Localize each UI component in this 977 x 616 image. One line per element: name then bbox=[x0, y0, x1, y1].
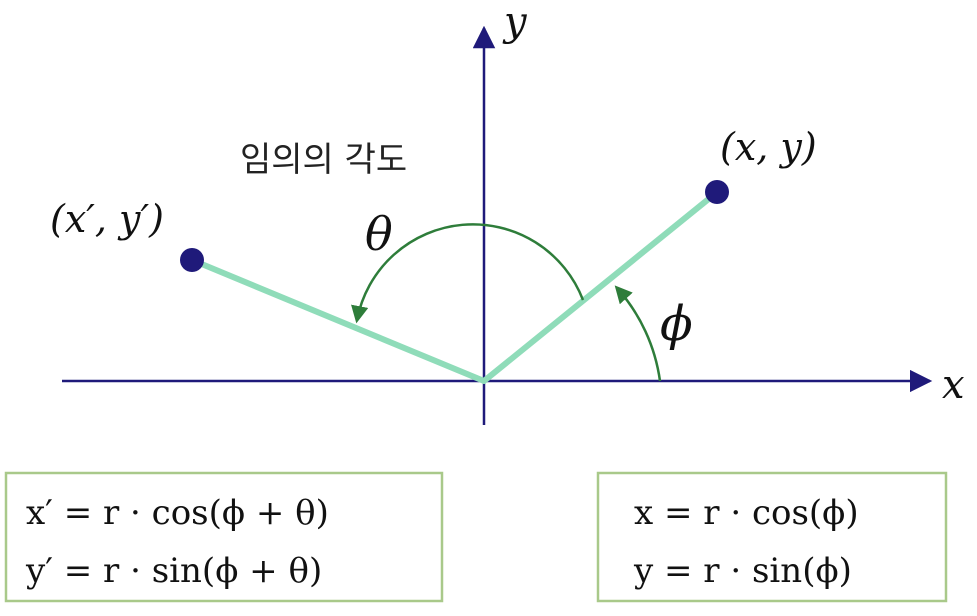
formula-box-rotated-border bbox=[4, 471, 444, 603]
formula-box-original: x = r · cos(ϕ) y = r · sin(ϕ) bbox=[596, 471, 948, 603]
point-original bbox=[705, 180, 729, 204]
formula-box-rotated: x′ = r · cos(ϕ + θ) y′ = r · sin(ϕ + θ) bbox=[4, 471, 444, 603]
formula-original-y: y = r · sin(ϕ) bbox=[633, 551, 852, 591]
phi-arc bbox=[614, 285, 662, 382]
point-rotated bbox=[180, 248, 204, 272]
formula-rotated-y: y′ = r · sin(ϕ + θ) bbox=[25, 551, 322, 591]
ray-rotated bbox=[189, 257, 487, 384]
point-rotated-label: (x′, y′) bbox=[50, 197, 164, 241]
point-original-label: (x, y) bbox=[720, 125, 817, 169]
phi-label: ϕ bbox=[660, 296, 693, 352]
formula-box-original-border bbox=[596, 471, 948, 603]
angle-caption: 임의의 각도 bbox=[240, 140, 407, 180]
theta-label: θ bbox=[365, 207, 393, 261]
ray-original bbox=[481, 190, 719, 384]
theta-arc bbox=[351, 223, 585, 324]
formula-rotated-x: x′ = r · cos(ϕ + θ) bbox=[26, 493, 329, 533]
x-axis-label: x bbox=[942, 362, 965, 408]
formula-original-x: x = r · cos(ϕ) bbox=[634, 493, 859, 533]
y-axis-label: y bbox=[502, 0, 528, 45]
